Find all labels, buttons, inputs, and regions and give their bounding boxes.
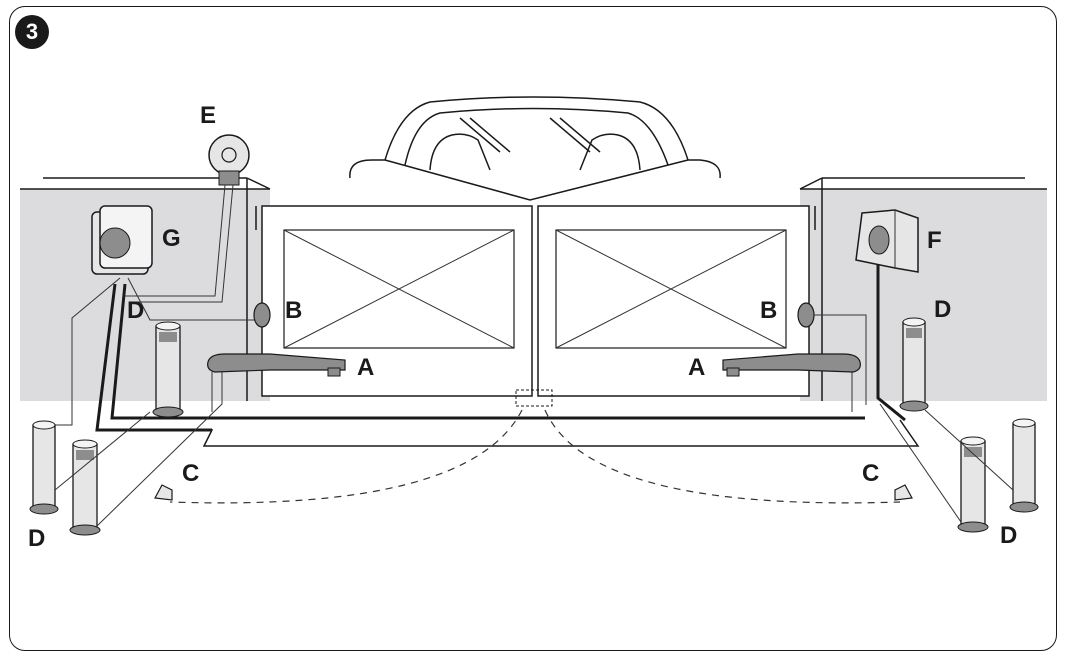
label-F: F [927,227,942,254]
label-B-left: B [285,297,302,324]
photocell-right-icon [797,302,815,328]
gear-motor-right-icon [722,353,861,377]
gate-stop-icon [894,484,913,501]
post-icon [29,420,59,515]
label-D-left-top: D [127,297,144,324]
label-C-right: C [862,460,879,487]
post-icon [957,436,989,533]
photocell-left-icon [253,302,271,328]
label-G: G [162,225,181,252]
label-D-left-bottom: D [28,525,45,552]
label-A-right: A [688,354,705,381]
label-B-right: B [760,297,777,324]
label-E: E [200,102,216,129]
control-unit-icon [91,205,153,275]
figure-number-badge: 3 [15,15,49,49]
flashing-light-icon [208,134,250,186]
figure-frame [9,6,1057,651]
post-icon [69,439,101,536]
car-icon [349,96,721,201]
label-C-left: C [182,460,199,487]
post-icon [152,321,184,418]
label-D-right-top: D [934,296,951,323]
gear-motor-left-icon [207,353,346,377]
label-A-left: A [357,354,374,381]
gate-stop-icon [154,484,173,501]
key-selector-icon [855,209,919,273]
label-D-right-bottom: D [1000,522,1017,549]
post-icon [899,317,929,412]
left-swing-arc [169,409,523,504]
post-icon [1009,418,1039,513]
center-stop [515,389,553,407]
right-swing-arc [544,409,901,504]
